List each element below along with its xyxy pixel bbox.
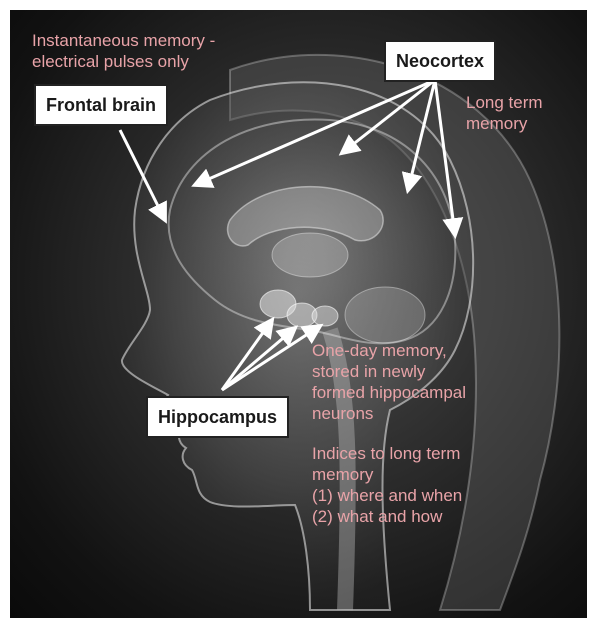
indices-label: Indices to long term memory (1) where an… — [312, 443, 462, 527]
hippocampus-part — [312, 306, 338, 326]
cerebellum — [345, 287, 425, 343]
long-term-memory-label: Long term memory — [466, 92, 543, 134]
thalamus — [272, 233, 348, 277]
frontal-brain-box: Frontal brain — [34, 84, 168, 126]
one-day-memory-label: One-day memory, stored in newly formed h… — [312, 340, 466, 424]
hippocampus-box: Hippocampus — [146, 396, 289, 438]
neocortex-box: Neocortex — [384, 40, 496, 82]
head-illustration-frame: Instantaneous memory - electrical pulses… — [10, 10, 587, 618]
instantaneous-memory-label: Instantaneous memory - electrical pulses… — [32, 30, 215, 72]
